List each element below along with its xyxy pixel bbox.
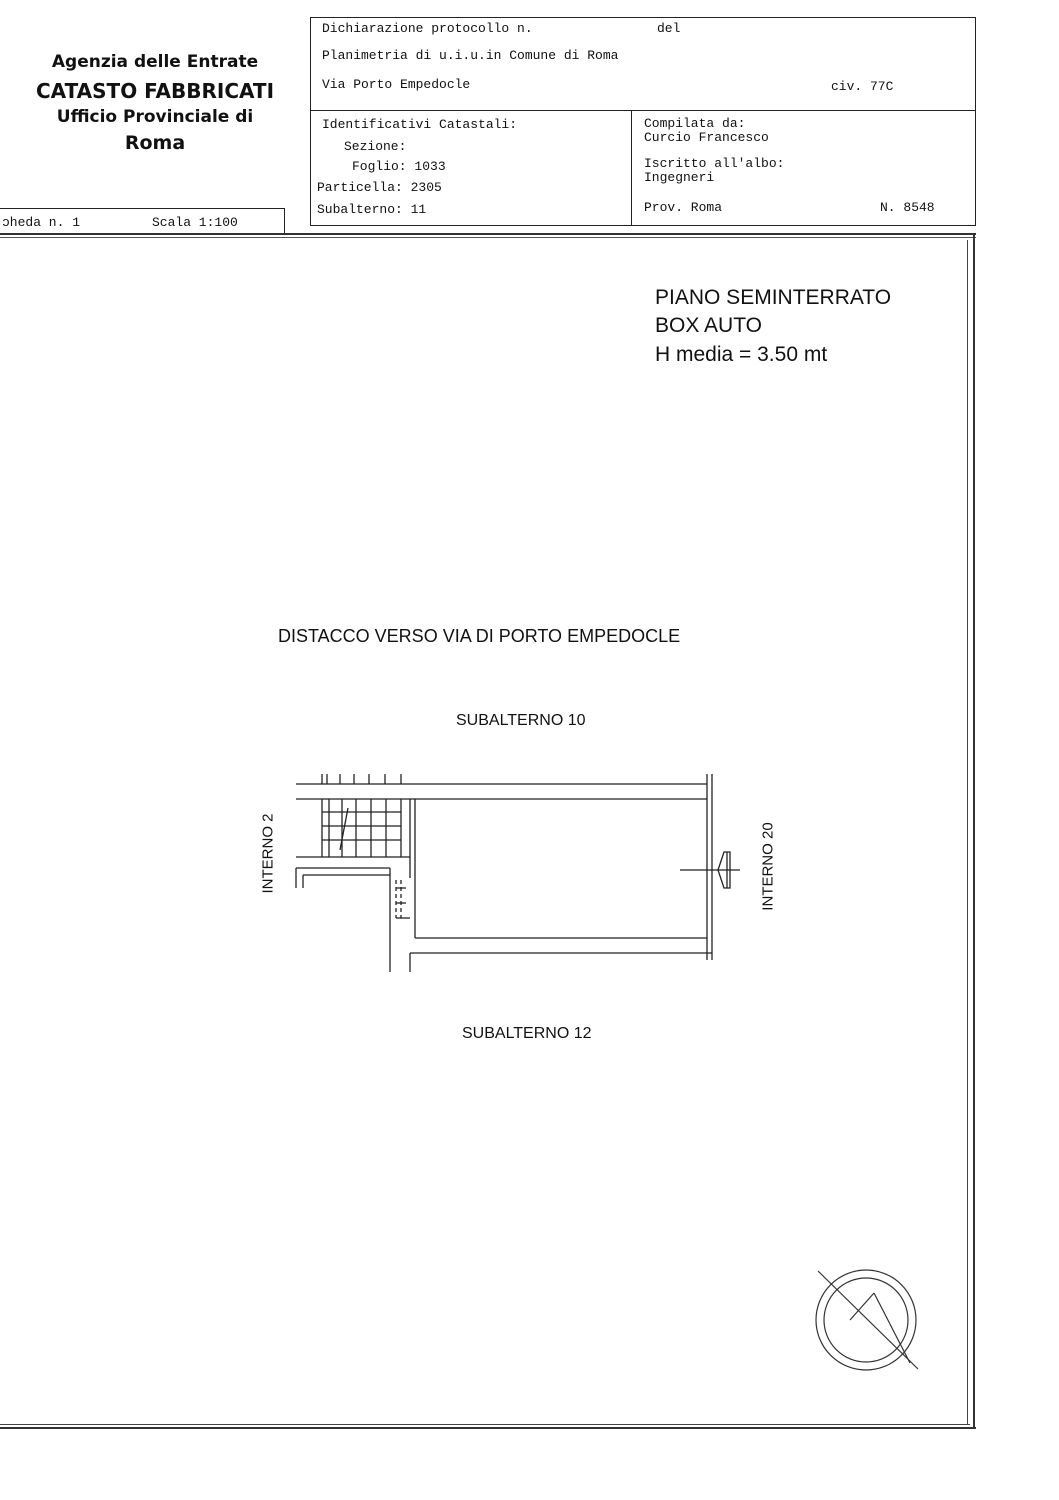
particella-field: Particella: 2305 [317, 180, 442, 195]
distacco-label: DISTACCO VERSO VIA DI PORTO EMPEDOCLE [278, 626, 681, 646]
subalterno-10-label: SUBALTERNO 10 [456, 712, 586, 729]
frame-bottom-rule [0, 1427, 976, 1429]
scale-label: Scala 1:100 [152, 215, 238, 230]
catasto-title: CATASTO FABBRICATI [35, 79, 275, 103]
registration-number: N. 8548 [880, 200, 935, 215]
height-label: H media = 3.50 mt [655, 343, 828, 366]
province-label: Prov. Roma [644, 200, 723, 215]
north-compass-icon [815, 1269, 919, 1371]
frame-right-rule [973, 233, 975, 1427]
frame-bottom-rule-inner [0, 1424, 970, 1425]
civic-number: civ. 77C [831, 79, 894, 94]
frame-right-rule-inner [967, 240, 968, 1424]
compilata-box [631, 110, 976, 226]
scheda-number: ɔheda n. 1 [2, 215, 81, 230]
agency-name: Agenzia delle Entrate [51, 52, 259, 72]
subalterno-field: Subalterno: 11 [317, 202, 427, 217]
identificativi-title: Identificativi Catastali: [322, 117, 518, 132]
foglio-field: Foglio: 1033 [352, 159, 446, 174]
office-city: Roma [124, 132, 186, 154]
scheda-right-rule [284, 208, 285, 233]
subalterno-12-label: SUBALTERNO 12 [462, 1025, 592, 1042]
protocollo-label: Dichiarazione protocollo n. [322, 21, 533, 36]
unit-type-label: BOX AUTO [655, 314, 762, 337]
albo-value: Ingegneri [644, 170, 715, 185]
office-label: Ufficio Provinciale di [56, 107, 254, 127]
del-label: del [657, 21, 681, 36]
address-label: Via Porto Empedocle [322, 77, 471, 92]
scheda-top-rule [0, 208, 284, 209]
albo-label: Iscritto all'albo: [644, 156, 785, 171]
frame-top-rule-inner [0, 237, 976, 238]
sezione-field: Sezione: [344, 139, 407, 154]
planimetria-label: Planimetria di u.i.u.in Comune di Roma [322, 48, 619, 63]
floor-label: PIANO SEMINTERRATO [655, 286, 892, 309]
compilata-label: Compilata da: [644, 116, 746, 131]
frame-top-rule [0, 233, 976, 235]
compiler-name: Curcio Francesco [644, 130, 769, 145]
